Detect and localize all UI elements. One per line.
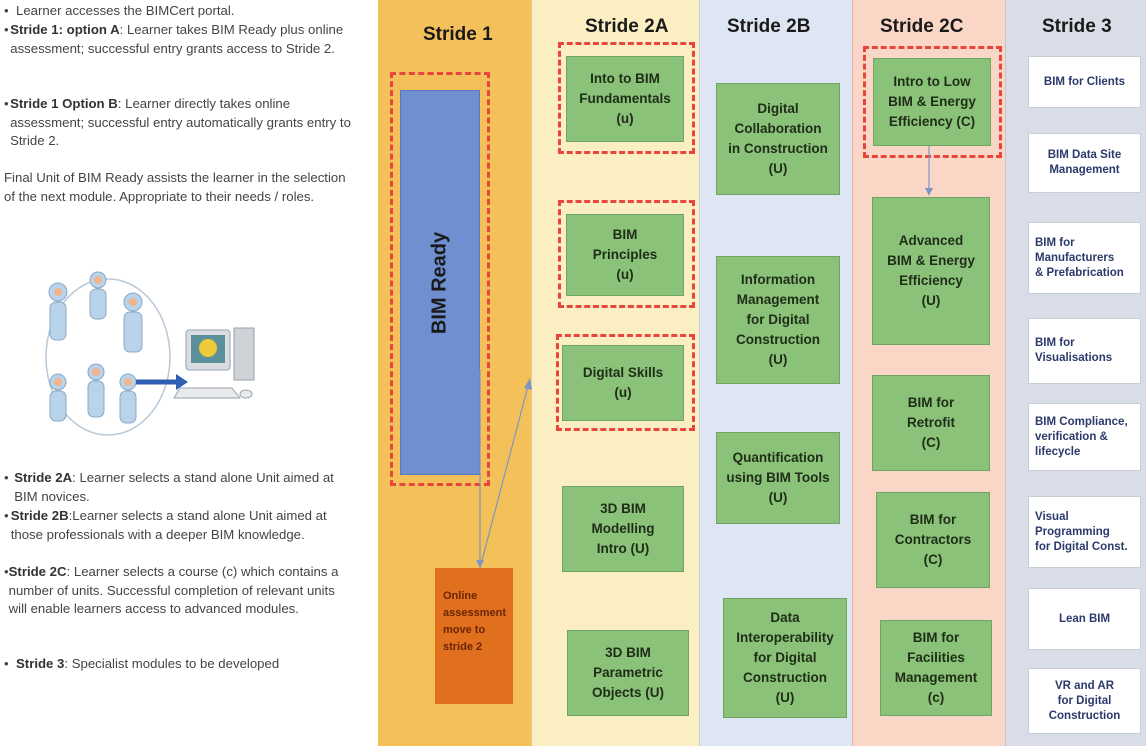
bullet-stride-2b: •Stride 2B:Learner selects a stand alone…	[4, 508, 327, 542]
specialist-module-box: BIM for Clients	[1028, 56, 1141, 108]
bullet-stride1-option-a: •Stride 1: option A: Learner takes BIM R…	[4, 22, 344, 56]
specialist-module-box: BIM Data Site Management	[1028, 133, 1141, 193]
specialist-module-box: Visual Programming for Digital Const.	[1028, 496, 1141, 568]
specialist-module-box: Lean BIM	[1028, 588, 1141, 650]
online-assessment-block: Online assessment move to stride 2	[435, 568, 513, 704]
description-panel: •Learner accesses the BIMCert portal. •S…	[0, 0, 370, 746]
unit-box: 3D BIM Modelling Intro (U)	[562, 486, 684, 572]
final-unit-note: Final Unit of BIM Ready assists the lear…	[4, 170, 346, 204]
computer-icon	[173, 327, 255, 399]
bullet-stride-3: •Stride 3: Specialist modules to be deve…	[4, 656, 280, 671]
specialist-module-box: BIM Compliance, verification & lifecycle	[1028, 403, 1141, 471]
unit-box: BIM for Retrofit (C)	[872, 375, 990, 471]
unit-box: 3D BIM Parametric Objects (U)	[567, 630, 689, 716]
learners-computer-illustration	[45, 271, 255, 436]
bullet-portal: •Learner accesses the BIMCert portal.	[4, 3, 235, 18]
unit-box: Advanced BIM & Energy Efficiency (U)	[872, 197, 990, 345]
unit-box: BIM for Contractors (C)	[876, 492, 990, 588]
highlight-dashed-frame	[558, 200, 695, 308]
highlight-dashed-frame	[863, 46, 1002, 158]
stride2b-header: Stride 2B	[727, 16, 811, 37]
connector-arrows	[476, 370, 532, 569]
bim-ready-label: BIM Ready	[428, 231, 451, 334]
bullet-stride1-option-b: •Stride 1 Option B: Learner directly tak…	[4, 96, 351, 148]
bim-ready-block: BIM Ready	[400, 90, 480, 475]
unit-box: BIM for Facilities Management (c)	[880, 620, 992, 716]
highlight-dashed-frame	[556, 334, 695, 431]
specialist-module-box: BIM for Manufacturers & Prefabrication	[1028, 222, 1141, 294]
person-icon	[48, 271, 143, 424]
highlight-dashed-frame	[558, 42, 695, 154]
stride3-header: Stride 3	[1042, 16, 1112, 37]
unit-box: BIM Principles (u)	[566, 214, 684, 296]
stride2c-header: Stride 2C	[880, 16, 964, 37]
stride1-header: Stride 1	[423, 24, 493, 45]
highlight-dashed-frame	[390, 72, 490, 486]
stride2a-header: Stride 2A	[585, 16, 669, 37]
unit-box: Information Management for Digital Const…	[716, 256, 840, 384]
unit-box: Digital Skills (u)	[562, 345, 684, 421]
unit-box: Data Interoperability for Digital Constr…	[723, 598, 847, 718]
unit-box: Into to BIM Fundamentals (u)	[566, 56, 684, 142]
unit-box: Quantification using BIM Tools (U)	[716, 432, 840, 524]
bullet-stride-2a: •Stride 2A: Learner selects a stand alon…	[4, 470, 334, 504]
specialist-module-box: VR and AR for Digital Construction	[1028, 668, 1141, 734]
unit-box: Digital Collaboration in Construction (U…	[716, 83, 840, 195]
unit-box: Intro to Low BIM & Energy Efficiency (C)	[873, 58, 991, 146]
down-arrow-icon	[925, 146, 933, 196]
bullet-stride-2c: •Stride 2C: Learner selects a course (c)…	[4, 564, 339, 616]
specialist-module-box: BIM for Visualisations	[1028, 318, 1141, 384]
